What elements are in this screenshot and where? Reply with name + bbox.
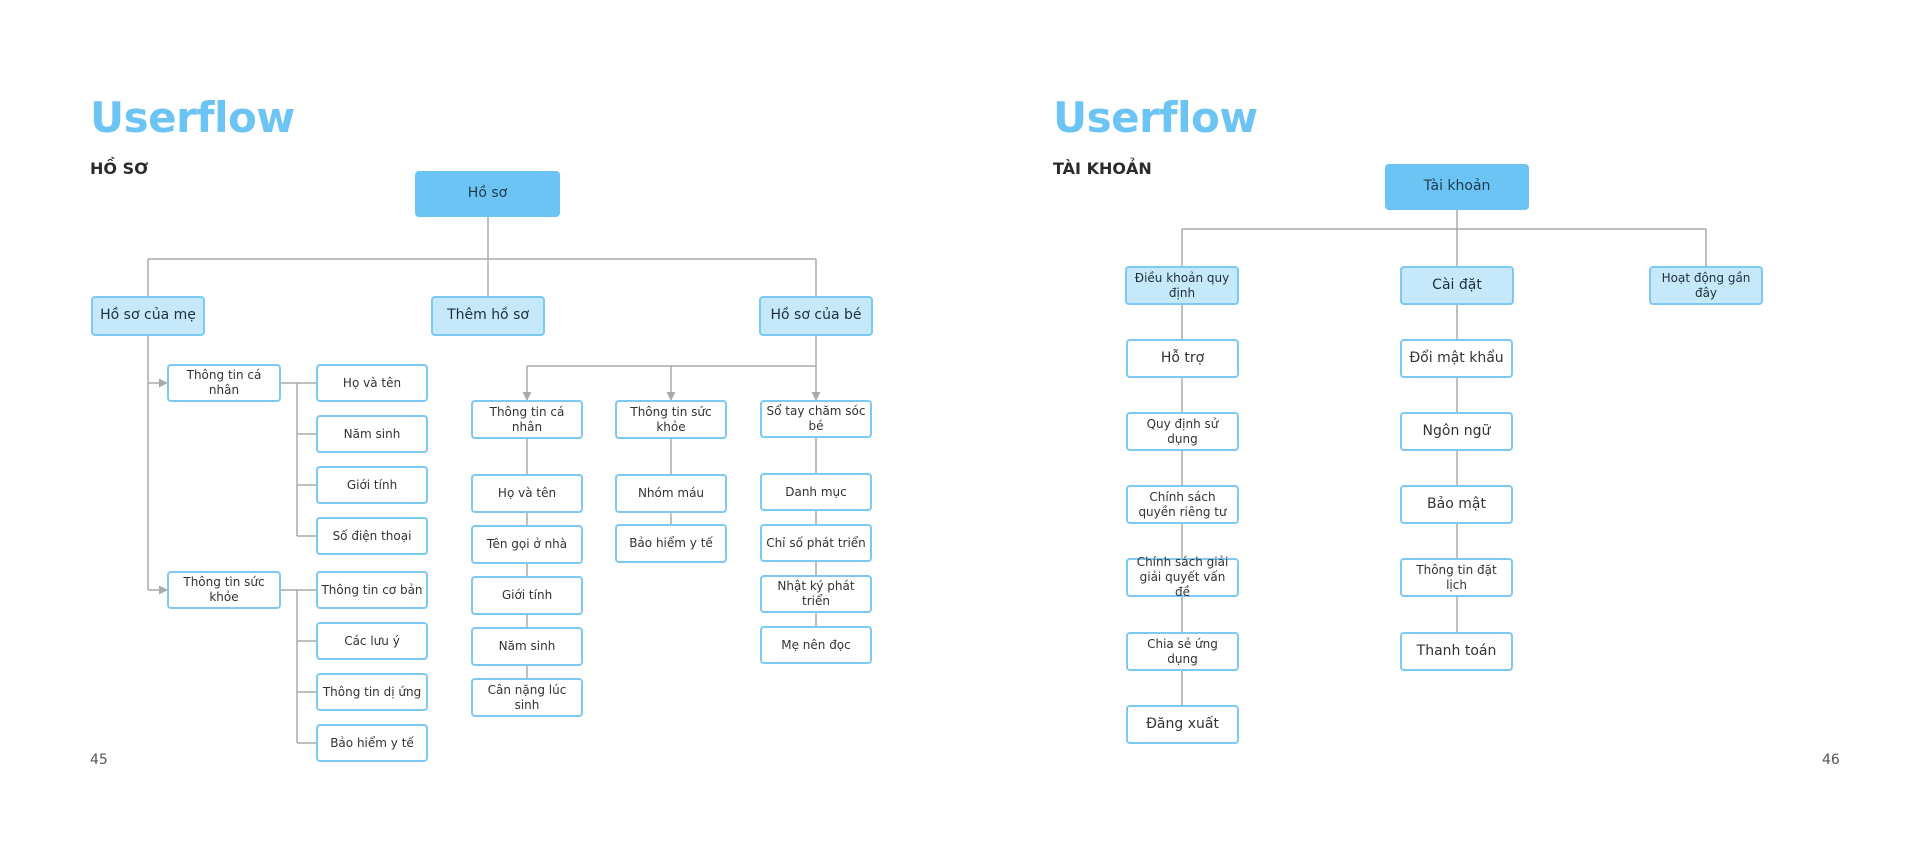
- page-number: 46: [1822, 752, 1840, 768]
- terms-item-node[interactable]: Chính sách quyền riêng tư: [1126, 485, 1239, 524]
- mother-health-item-node[interactable]: Các lưu ý: [316, 622, 428, 660]
- page-number: 45: [90, 752, 108, 768]
- baby-personal-item-node[interactable]: Giới tính: [471, 576, 583, 615]
- account-root-node[interactable]: Tài khoản: [1385, 164, 1529, 210]
- mother-health-item-node[interactable]: Thông tin cơ bản: [316, 571, 428, 609]
- terms-item-node[interactable]: Hỗ trợ: [1126, 339, 1239, 378]
- terms-item-node[interactable]: Chính sách giải giải quyết vấn đề: [1126, 555, 1239, 599]
- settings-node[interactable]: Cài đặt: [1400, 266, 1514, 305]
- mother-personal-item-node[interactable]: Họ và tên: [316, 364, 428, 402]
- logout-node[interactable]: Đăng xuất: [1126, 705, 1239, 744]
- baby-handbook-item-node[interactable]: Mẹ nên đọc: [760, 626, 872, 664]
- terms-node[interactable]: Điều khoản quy định: [1125, 266, 1239, 305]
- baby-personal-item-node[interactable]: Tên gọi ở nhà: [471, 525, 583, 564]
- baby-health-item-node[interactable]: Nhóm máu: [615, 474, 727, 513]
- mother-personal-item-node[interactable]: Giới tính: [316, 466, 428, 504]
- recent-activity-node[interactable]: Hoạt động gần đây: [1649, 266, 1763, 305]
- baby-handbook-item-node[interactable]: Danh mục: [760, 473, 872, 511]
- mother-health-item-node[interactable]: Thông tin dị ứng: [316, 673, 428, 711]
- page-title: Userflow: [1053, 93, 1258, 142]
- mother-personal-item-node[interactable]: Năm sinh: [316, 415, 428, 453]
- mother-personal-item-node[interactable]: Số điện thoại: [316, 517, 428, 555]
- terms-item-node[interactable]: Quy định sử dụng: [1126, 412, 1239, 451]
- settings-item-node[interactable]: Bảo mật: [1400, 485, 1513, 524]
- settings-item-node[interactable]: Đổi mật khẩu: [1400, 339, 1513, 378]
- settings-item-node[interactable]: Thông tin đặt lịch: [1400, 558, 1513, 597]
- mother-health-info-node[interactable]: Thông tin sức khỏe: [167, 571, 281, 609]
- baby-handbook-node[interactable]: Sổ tay chăm sóc bé: [760, 400, 872, 438]
- mother-health-item-node[interactable]: Bảo hiểm y tế: [316, 724, 428, 762]
- profile-root-node[interactable]: Hồ sơ: [415, 171, 560, 217]
- add-profile-node[interactable]: Thêm hồ sơ: [431, 296, 545, 336]
- baby-personal-item-node[interactable]: Cân nặng lúc sinh: [471, 678, 583, 717]
- baby-health-item-node[interactable]: Bảo hiểm y tế: [615, 524, 727, 563]
- mother-profile-node[interactable]: Hồ sơ của mẹ: [91, 296, 205, 336]
- page-title: Userflow: [90, 93, 295, 142]
- mother-personal-info-node[interactable]: Thông tin cá nhân: [167, 364, 281, 402]
- baby-health-info-node[interactable]: Thông tin sức khỏe: [615, 400, 727, 439]
- section-title: HỒ SƠ: [90, 159, 149, 178]
- baby-personal-item-node[interactable]: Họ và tên: [471, 474, 583, 513]
- baby-profile-node[interactable]: Hồ sơ của bé: [759, 296, 873, 336]
- section-title: TÀI KHOẢN: [1053, 159, 1152, 178]
- baby-handbook-item-node[interactable]: Chỉ số phát triển: [760, 524, 872, 562]
- terms-item-node[interactable]: Chia sẻ ứng dụng: [1126, 632, 1239, 671]
- baby-handbook-item-node[interactable]: Nhật ký phát triển: [760, 575, 872, 613]
- baby-personal-item-node[interactable]: Năm sinh: [471, 627, 583, 666]
- baby-personal-info-node[interactable]: Thông tin cá nhân: [471, 400, 583, 439]
- settings-item-node[interactable]: Thanh toán: [1400, 632, 1513, 671]
- settings-item-node[interactable]: Ngôn ngữ: [1400, 412, 1513, 451]
